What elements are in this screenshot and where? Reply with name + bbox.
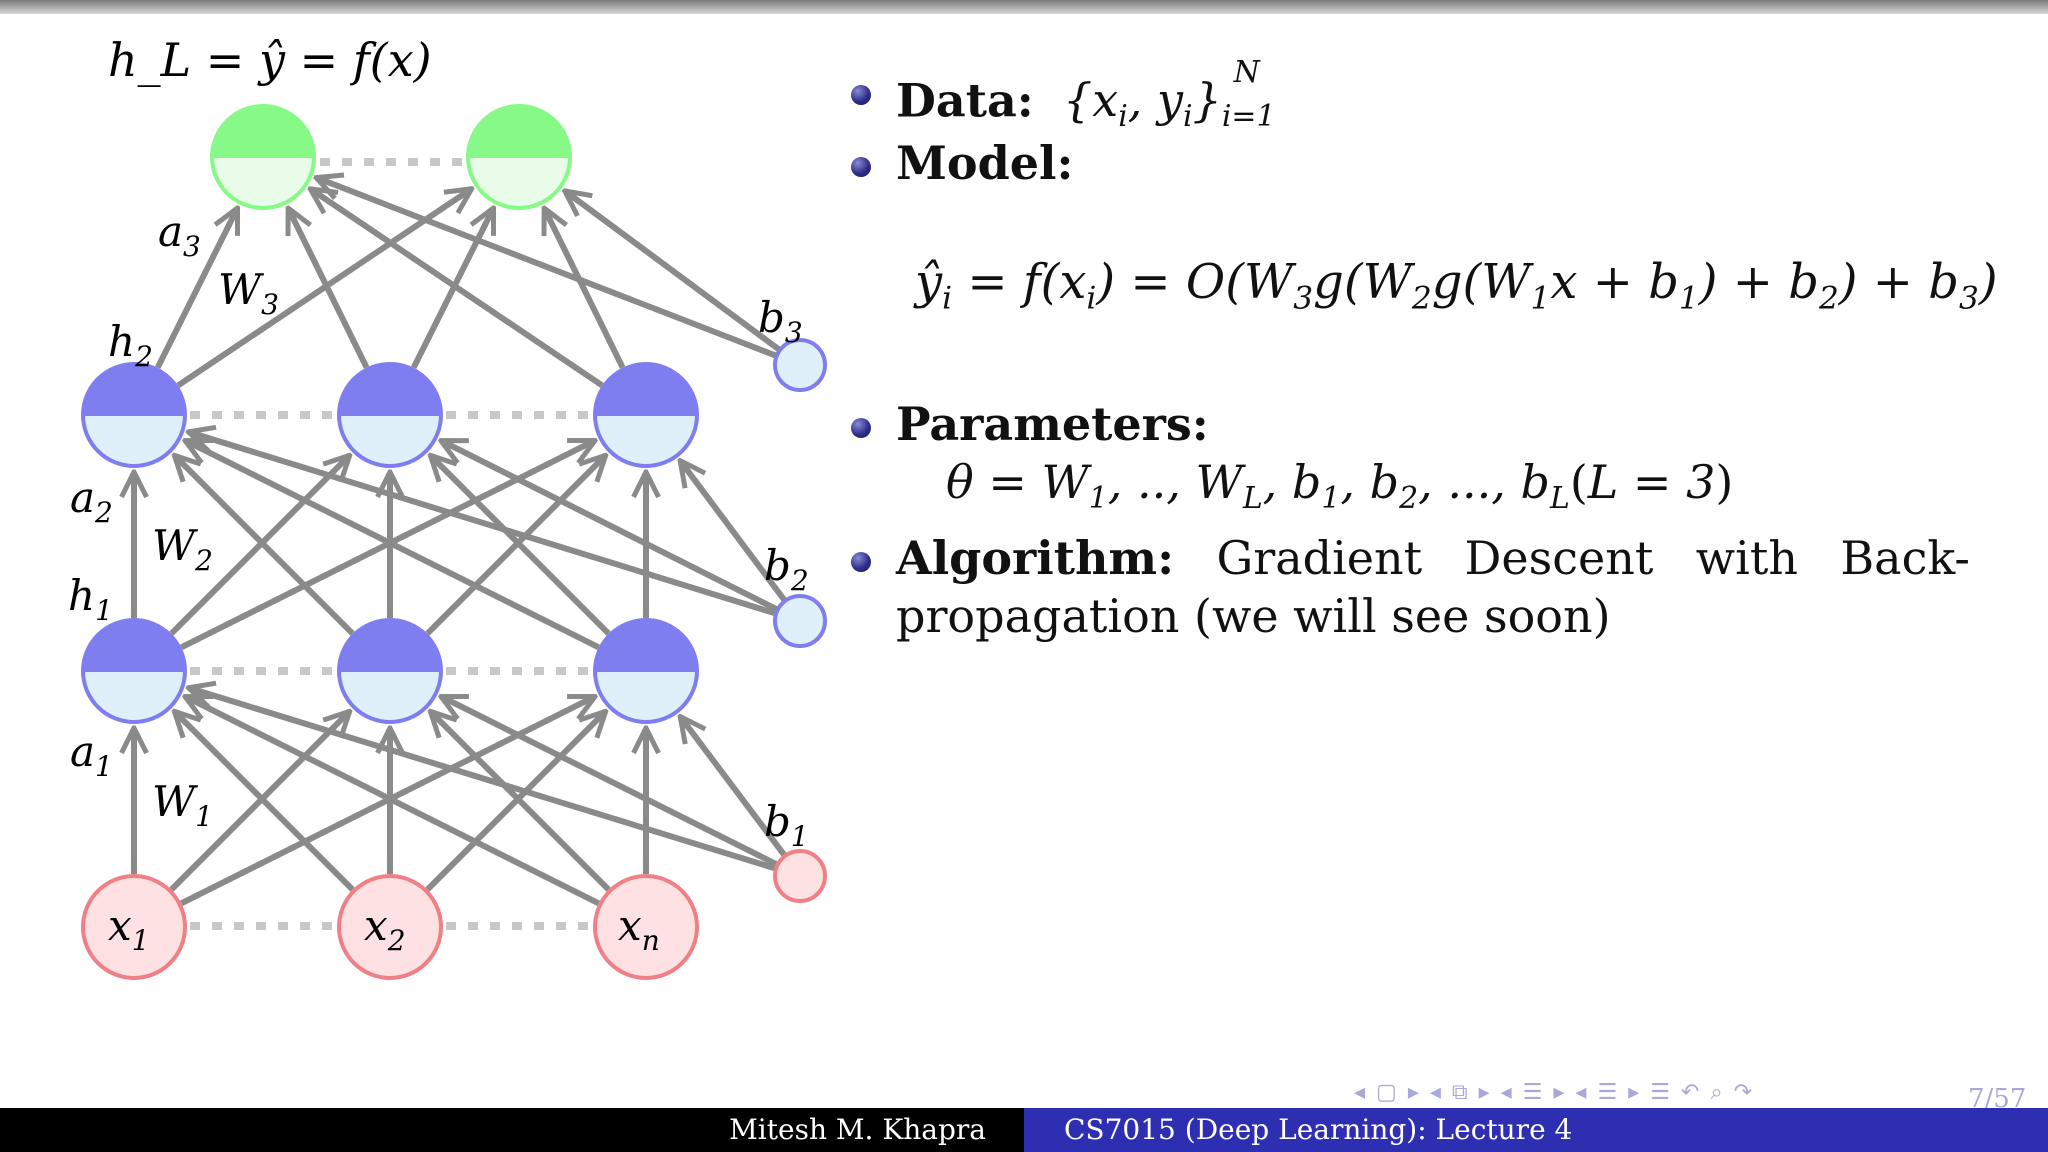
edge-h13-h21 (185, 437, 600, 650)
layer-dotted-lines (190, 158, 590, 930)
label-a3: a3 (158, 207, 201, 263)
bullet-dot-icon (851, 157, 871, 177)
edge-bias1 (188, 688, 777, 872)
hidden1-neuron-3 (593, 618, 699, 724)
label-w1: W1 (152, 777, 213, 833)
algo-label: Algorithm: (896, 531, 1175, 585)
data-math: {xi, yi}i=1N (1048, 55, 1276, 135)
algo-word: with (1695, 531, 1798, 585)
beamer-navigation[interactable]: ◂ ▢ ▸ ◂ ⧉ ▸ ◂ ☰ ▸ ◂ ☰ ▸ ☰ ↶ ⌕ ↷ (1354, 1080, 1755, 1105)
label-h2: h2 (108, 317, 153, 373)
output-neuron-1 (210, 104, 316, 210)
edge-h23-out2 (541, 208, 626, 369)
bullet-parameters: Parameters: θ = W1, .., WL, b1, b2, ...,… (848, 395, 2026, 528)
algo-word: Back- (1840, 531, 1970, 585)
edge-bias3 (316, 178, 777, 359)
edge-x3-h12 (430, 711, 611, 892)
output-neuron-2 (466, 104, 572, 210)
output-label: h_L = ŷ = f(x) (108, 33, 432, 87)
input-neuron-2 (337, 874, 443, 980)
edge-bias1 (680, 717, 787, 858)
neural-network-diagram: h_L = ŷ = f(x) a3 W3 h2 a2 W2 h1 a1 W1 b… (68, 33, 827, 980)
params-label: Parameters: (896, 397, 1209, 451)
label-a1: a1 (70, 727, 113, 783)
label-w2: W2 (152, 521, 213, 577)
footer-author: Mitesh M. Khapra (0, 1108, 1024, 1152)
params-equation: θ = W1, .., WL, b1, b2, ..., bL(L = 3) (946, 455, 1734, 517)
bullet-algorithm: Algorithm: Gradient Descent with Back- p… (848, 529, 2026, 645)
bias-node-2 (773, 594, 827, 648)
footer-course: CS7015 (Deep Learning): Lecture 4 (1024, 1108, 2048, 1152)
edge-bias2 (441, 437, 779, 613)
bullet-dot-icon (851, 418, 871, 438)
label-b2: b2 (764, 541, 809, 597)
label-b3: b3 (758, 293, 803, 349)
model-label: Model: (896, 136, 1074, 190)
label-a2: a2 (70, 473, 113, 529)
footer: Mitesh M. Khapra CS7015 (Deep Learning):… (0, 1108, 2048, 1152)
edge-x3-h11 (185, 693, 600, 906)
edge-h13-h22 (430, 455, 611, 636)
label-b1: b1 (764, 797, 809, 853)
algo-line2: propagation (we will see soon) (896, 589, 1611, 643)
bullet-dot-icon (851, 552, 871, 572)
edge-x2-h11 (174, 711, 355, 892)
bullet-data: Data: {xi, yi}i=1N (848, 55, 2026, 147)
edge-bias2 (680, 461, 787, 602)
algo-word: Descent (1464, 531, 1654, 585)
data-label: Data: (896, 73, 1034, 128)
label-xn: xn (618, 901, 660, 957)
model-equation: ŷi = f(xi) = O(W3g(W2g(W1x + b1) + b2) +… (915, 254, 1998, 317)
edge-h22-out1 (285, 208, 370, 369)
edge-h21-out1 (155, 208, 241, 369)
top-bar (0, 0, 2048, 14)
label-h1: h1 (68, 571, 113, 627)
input-neuron-1 (81, 874, 187, 980)
hidden2-neuron-1 (81, 362, 187, 468)
network-edges (134, 178, 787, 906)
algo-word: Gradient (1216, 531, 1423, 585)
edge-bias1 (441, 693, 779, 868)
label-x2: x2 (364, 901, 406, 957)
bullet-model: Model: (848, 134, 2026, 192)
edge-bias2 (188, 432, 777, 617)
input-neuron-n (593, 874, 699, 980)
hidden2-neuron-3 (593, 362, 699, 468)
edge-bias3 (565, 191, 781, 352)
label-x1: x1 (108, 901, 150, 957)
bias-node-3 (773, 338, 827, 392)
edge-h23-out1 (310, 189, 604, 388)
slide: h_L = ŷ = f(x) a3 W3 h2 a2 W2 h1 a1 W1 b… (0, 14, 2048, 1114)
label-w3: W3 (218, 265, 279, 321)
edge-h12-h21 (174, 455, 355, 636)
bias-node-1 (773, 849, 827, 903)
hidden2-neuron-2 (337, 362, 443, 468)
bullet-dot-icon (851, 85, 871, 105)
